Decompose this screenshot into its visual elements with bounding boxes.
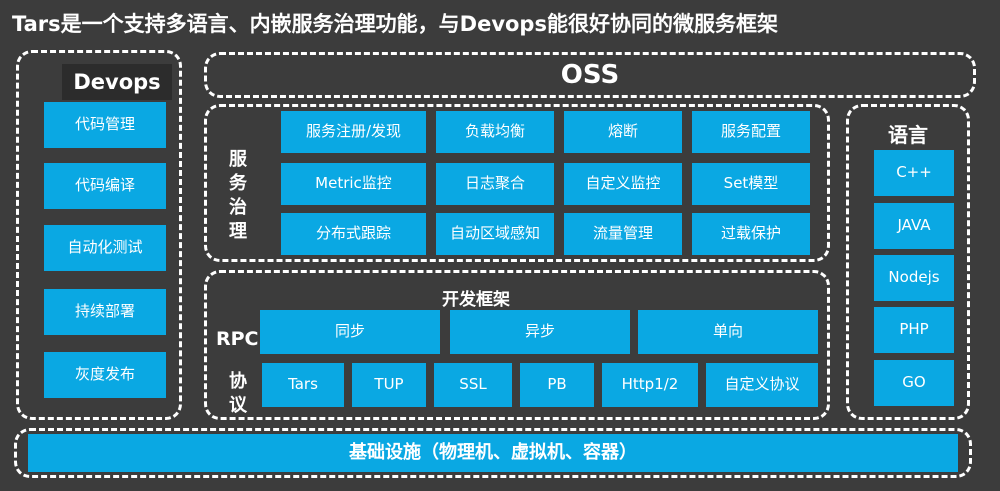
gov-service-registry: 服务注册/发现 — [281, 111, 426, 153]
gov-custom-monitor: 自定义监控 — [564, 163, 682, 205]
languages-panel — [846, 104, 970, 420]
gov-zone-aware: 自动区域感知 — [436, 213, 554, 255]
language-java: JAVA — [874, 203, 954, 249]
gov-distributed-tracing: 分布式跟踪 — [281, 213, 426, 255]
devops-item-auto-test: 自动化测试 — [44, 225, 166, 271]
language-go: GO — [874, 360, 954, 406]
devops-item-continuous-deploy: 持续部署 — [44, 289, 166, 335]
languages-heading: 语言 — [888, 123, 928, 147]
governance-label: 服 务 治 理 — [229, 149, 247, 242]
rpc-async: 异步 — [450, 310, 630, 354]
gov-circuit-breaker: 熔断 — [564, 111, 682, 153]
protocol-ssl: SSL — [434, 363, 512, 407]
devops-panel — [16, 50, 182, 420]
page-title: Tars是一个支持多语言、内嵌服务治理功能，与Devops能很好协同的微服务框架 — [12, 12, 778, 36]
language-cpp: C++ — [874, 150, 954, 196]
governance-panel — [204, 104, 830, 262]
protocol-tup: TUP — [352, 363, 426, 407]
devops-heading: Devops — [62, 64, 172, 100]
devops-item-code-management: 代码管理 — [44, 102, 166, 148]
language-nodejs: Nodejs — [874, 255, 954, 301]
rpc-sync: 同步 — [260, 310, 440, 354]
oss-label: OSS — [560, 60, 620, 90]
gov-load-balance: 负载均衡 — [436, 111, 554, 153]
rpc-oneway: 单向 — [638, 310, 818, 354]
gov-service-config: 服务配置 — [692, 111, 810, 153]
gov-traffic-management: 流量管理 — [564, 213, 682, 255]
rpc-label: RPC — [216, 328, 259, 350]
infrastructure-bar: 基础设施（物理机、虚拟机、容器） — [28, 434, 958, 472]
gov-overload-protection: 过载保护 — [692, 213, 810, 255]
protocol-http: Http1/2 — [602, 363, 698, 407]
infrastructure-panel — [14, 428, 972, 478]
gov-log-aggregation: 日志聚合 — [436, 163, 554, 205]
gov-metric-monitor: Metric监控 — [281, 163, 426, 205]
protocol-tars: Tars — [262, 363, 344, 407]
oss-bar: OSS — [204, 52, 976, 98]
devops-item-gray-release: 灰度发布 — [44, 352, 166, 398]
language-php: PHP — [874, 307, 954, 353]
protocol-custom: 自定义协议 — [706, 363, 818, 407]
gov-set-model: Set模型 — [692, 163, 810, 205]
protocol-label: 协 议 — [229, 371, 247, 416]
protocol-pb: PB — [520, 363, 594, 407]
devops-item-code-compile: 代码编译 — [44, 163, 166, 209]
framework-title: 开发框架 — [442, 290, 510, 310]
framework-panel — [204, 270, 830, 420]
